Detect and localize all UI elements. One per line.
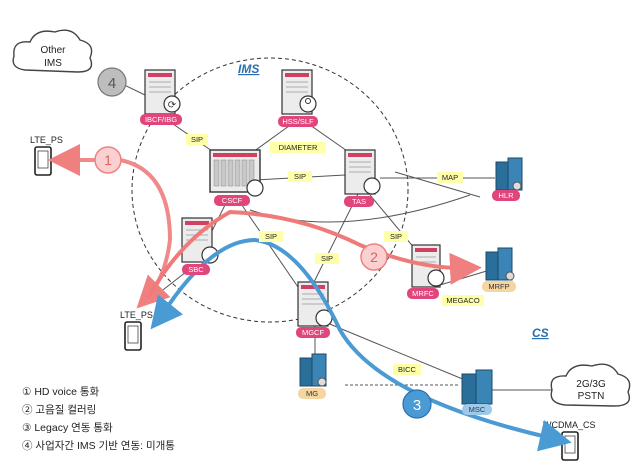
svg-text:3: 3	[413, 397, 421, 414]
svg-text:SIP: SIP	[321, 254, 333, 263]
legend-item-2: ② 고음질 컬러링	[22, 403, 96, 416]
flow-1-arrow	[48, 144, 173, 309]
svg-text:IBCF/IBG: IBCF/IBG	[145, 115, 177, 124]
svg-text:4: 4	[108, 75, 116, 92]
svg-text:MRFC: MRFC	[412, 289, 434, 298]
msc-server-icon	[461, 369, 493, 405]
link-label-sip-ibcf: SIP	[186, 134, 208, 145]
node-label-mg: MG	[298, 388, 326, 399]
ibcf-server-icon: ⟳	[144, 69, 181, 115]
hss-server-icon	[281, 69, 317, 115]
svg-text:HSS/SLF: HSS/SLF	[282, 117, 314, 126]
cloud-pstn: 2G/3G PSTN	[550, 363, 631, 407]
legend-item-4: ④ 사업자간 IMS 기반 연동: 미개통	[22, 439, 175, 452]
phone-wcdma-icon	[561, 431, 579, 461]
flow-2-arrow	[146, 209, 482, 299]
svg-text:BICC: BICC	[398, 365, 417, 374]
wcdma-cs-label: WCDMA_CS	[543, 420, 596, 430]
link-label-sip-tas-mrfc: SIP	[384, 231, 408, 242]
svg-text:SIP: SIP	[390, 232, 402, 241]
cs-domain-label: CS	[532, 326, 549, 340]
node-label-msc: MSC	[462, 404, 492, 415]
cloud-pstn-line2: PSTN	[578, 391, 605, 402]
lte-ps-mid-label: LTE_PS	[120, 310, 153, 320]
ims-domain-boundary	[131, 57, 409, 323]
flow-3-arrow	[150, 237, 572, 452]
flow-number-3: 3	[402, 389, 432, 419]
link-label-megaco: MEGACO	[442, 295, 484, 306]
svg-text:MSC: MSC	[469, 405, 486, 414]
hlr-server-icon	[495, 157, 523, 191]
legend-item-1: ① HD voice 통화	[22, 386, 100, 398]
link-label-map: MAP	[437, 172, 463, 183]
node-label-hss: HSS/SLF	[278, 116, 318, 127]
svg-text:2: 2	[370, 249, 378, 265]
cloud-pstn-line1: 2G/3G	[576, 379, 606, 390]
svg-text:SIP: SIP	[265, 232, 277, 241]
svg-text:HLR: HLR	[498, 191, 514, 200]
link-label-sip-cscf-tas: SIP	[288, 171, 312, 182]
cscf-server-icon	[209, 149, 264, 197]
flow-number-4: 4	[97, 67, 127, 97]
svg-text:MRFP: MRFP	[488, 282, 509, 291]
node-label-sbc: SBC	[182, 264, 210, 275]
svg-text:TAS: TAS	[352, 197, 366, 206]
cloud-other-ims: Other IMS	[12, 29, 93, 73]
ims-domain-label: IMS	[238, 62, 259, 76]
cloud-other-ims-line2: IMS	[44, 58, 62, 69]
phone-lte-top-icon	[34, 146, 52, 176]
node-label-mrfp: MRFP	[482, 281, 516, 292]
node-label-cscf: CSCF	[214, 195, 250, 206]
phone-lte-mid-icon	[124, 321, 142, 351]
mrfp-server-icon	[485, 247, 515, 281]
lte-ps-top-label: LTE_PS	[30, 135, 63, 145]
flow-number-2: 2	[360, 243, 388, 271]
mg-server-icon	[299, 353, 327, 387]
svg-text:SBC: SBC	[188, 265, 204, 274]
svg-text:MAP: MAP	[442, 173, 458, 182]
link-label-bicc: BICC	[393, 364, 421, 375]
svg-text:⟳: ⟳	[168, 100, 177, 111]
node-label-hlr: HLR	[492, 190, 520, 201]
svg-text:MGCF: MGCF	[302, 328, 324, 337]
node-label-tas: TAS	[344, 196, 374, 207]
link-label-sip-mgcf: SIP	[315, 253, 339, 264]
cloud-other-ims-line1: Other	[40, 45, 66, 56]
svg-text:CSCF: CSCF	[222, 196, 243, 205]
svg-text:1: 1	[104, 152, 112, 168]
svg-text:SIP: SIP	[191, 135, 203, 144]
svg-text:SIP: SIP	[294, 172, 306, 181]
node-label-mrfc: MRFC	[407, 288, 439, 299]
flow-number-1: 1	[94, 146, 122, 174]
svg-text:DIAMETER: DIAMETER	[279, 143, 318, 152]
legend-item-3: ③ Legacy 연동 통화	[22, 422, 113, 434]
tas-server-icon	[344, 149, 381, 195]
node-label-ibcf: IBCF/IBG	[140, 114, 182, 125]
node-label-mgcf: MGCF	[296, 327, 330, 338]
svg-text:MG: MG	[306, 389, 318, 398]
svg-text:MEGACO: MEGACO	[446, 296, 480, 305]
link-label-sip-sbc: SIP	[259, 231, 283, 242]
link-label-diameter: DIAMETER	[270, 142, 326, 153]
legend: ① HD voice 통화 ② 고음질 컬러링 ③ Legacy 연동 통화 ④…	[22, 386, 175, 452]
